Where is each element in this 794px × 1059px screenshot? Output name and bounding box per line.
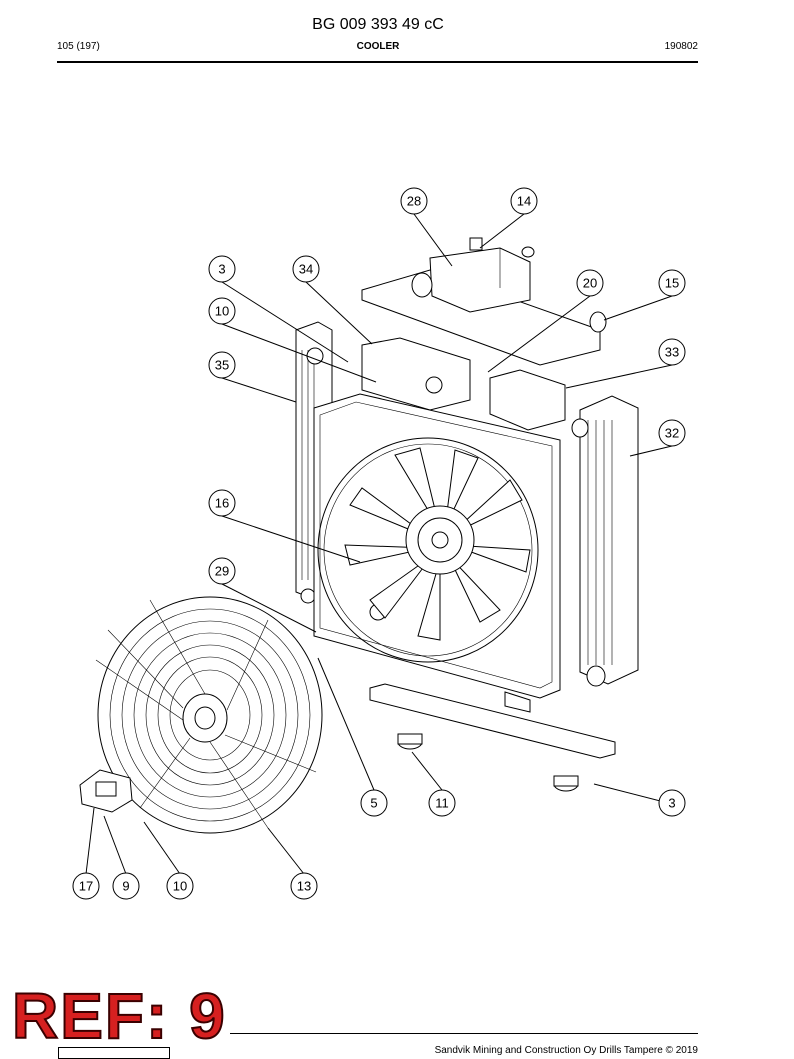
svg-text:10: 10 [173, 879, 187, 894]
svg-text:28: 28 [407, 194, 421, 209]
svg-text:11: 11 [435, 796, 449, 811]
hydraulic-motor [79, 769, 133, 813]
svg-text:15: 15 [665, 276, 679, 291]
section-title: COOLER [356, 41, 400, 52]
fan-guard [95, 596, 323, 834]
callout-15: 15 [658, 269, 686, 297]
header-rule [57, 61, 698, 63]
callout-32: 32 [658, 419, 686, 447]
fan-blades [344, 447, 531, 641]
bottom-bracket [369, 683, 616, 792]
svg-text:20: 20 [583, 276, 597, 291]
leader-lines [85, 213, 673, 875]
callout-10-top: 10 [208, 297, 236, 325]
callout-34: 34 [292, 255, 320, 283]
page-number: 105 (197) [57, 41, 100, 52]
svg-text:17: 17 [79, 879, 93, 894]
callout-5: 5 [360, 789, 388, 817]
expansion-tank-assembly [361, 237, 607, 366]
callout-11: 11 [428, 789, 456, 817]
callout-14: 14 [510, 187, 538, 215]
callout-10-bottom: 10 [166, 872, 194, 900]
callout-33: 33 [658, 338, 686, 366]
callout-35: 35 [208, 351, 236, 379]
callout-13: 13 [290, 872, 318, 900]
svg-text:34: 34 [299, 262, 313, 277]
footer-rule [230, 1033, 698, 1034]
callout-17: 17 [72, 872, 100, 900]
ref-stamp: REF: 9 [11, 980, 227, 1052]
callout-16: 16 [208, 489, 236, 517]
callout-28: 28 [400, 187, 428, 215]
svg-text:3: 3 [668, 796, 675, 811]
upper-headers [361, 337, 566, 431]
svg-text:29: 29 [215, 564, 229, 579]
footer-copyright: Sandvik Mining and Construction Oy Drill… [434, 1045, 698, 1056]
svg-text:9: 9 [122, 879, 129, 894]
svg-text:35: 35 [215, 358, 229, 373]
callout-20: 20 [576, 269, 604, 297]
date-code: 190802 [664, 41, 698, 52]
svg-text:3: 3 [218, 262, 225, 277]
svg-text:5: 5 [370, 796, 377, 811]
callout-3-bottom: 3 [658, 789, 686, 817]
svg-text:32: 32 [665, 426, 679, 441]
callout-3-top: 3 [208, 255, 236, 283]
svg-text:13: 13 [297, 879, 311, 894]
callout-9: 9 [112, 872, 140, 900]
svg-text:33: 33 [665, 345, 679, 360]
svg-text:14: 14 [517, 194, 531, 209]
svg-text:16: 16 [215, 496, 229, 511]
svg-text:10: 10 [215, 304, 229, 319]
document-code: BG 009 393 49 cC [312, 16, 444, 33]
callout-29: 29 [208, 557, 236, 585]
right-cooler-core [571, 395, 639, 687]
